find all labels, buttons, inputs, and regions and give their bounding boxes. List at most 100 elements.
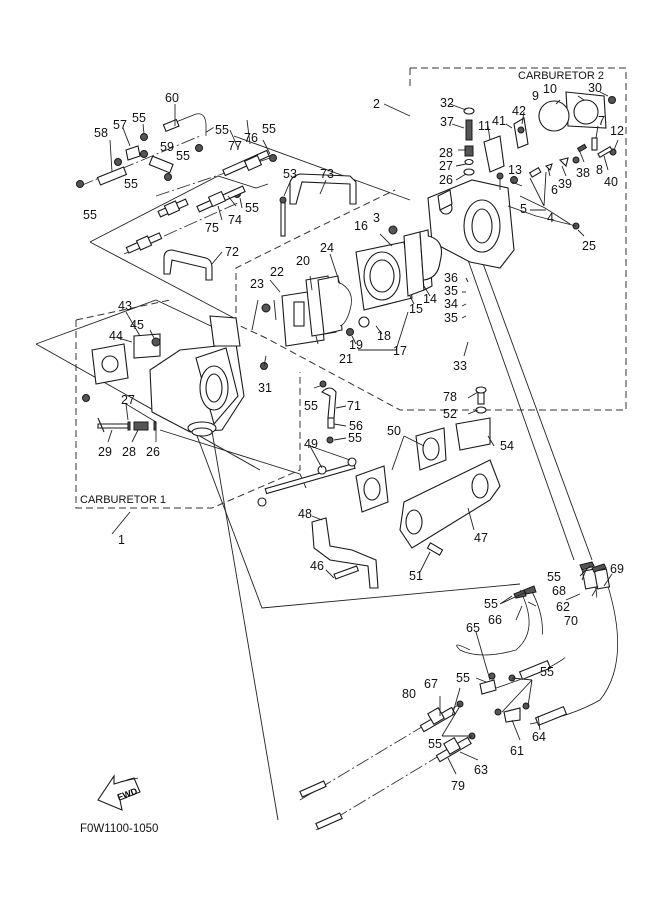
callout-10: 10	[543, 82, 557, 96]
plug-19	[346, 328, 354, 336]
callout-40: 40	[604, 175, 618, 189]
bolt-78	[477, 391, 485, 405]
cap-32	[463, 107, 475, 115]
callout-57: 57	[113, 118, 127, 132]
callout-50: 50	[387, 424, 401, 438]
clip-39	[558, 157, 569, 168]
washer-52	[475, 406, 487, 414]
callout-30: 30	[588, 81, 602, 95]
screw-42	[517, 126, 525, 134]
callout-12: 12	[610, 124, 624, 138]
callout-55a: 55	[83, 208, 97, 222]
joint-57	[125, 145, 141, 161]
carburetor-2-label: CARBURETOR 2	[518, 70, 604, 82]
hose-73	[289, 173, 357, 205]
carburetor-1-label: CARBURETOR 1	[80, 494, 166, 506]
bracket-54	[455, 417, 491, 451]
callout-33: 33	[453, 359, 467, 373]
callout-55k: 55	[547, 570, 561, 584]
washer-6	[544, 163, 553, 172]
callout-61: 61	[510, 744, 524, 758]
screw-3	[388, 225, 398, 235]
callout-27b: 27	[121, 393, 135, 407]
callout-29: 29	[98, 445, 112, 459]
callout-55d: 55	[176, 149, 190, 163]
callout-15: 15	[409, 302, 423, 316]
callout-67: 67	[424, 677, 438, 691]
pin-40	[597, 146, 613, 158]
callout-23: 23	[250, 277, 264, 291]
callout-41: 41	[492, 114, 506, 128]
callout-76: 76	[244, 131, 258, 145]
diaphragm-9	[538, 100, 570, 132]
carburetor-2-group-box: CARBURETOR 2	[235, 67, 627, 411]
callout-35a: 35	[444, 284, 458, 298]
callout-69: 69	[610, 562, 624, 576]
callout-75: 75	[205, 221, 219, 235]
callout-8: 8	[596, 163, 603, 177]
hose-66	[456, 589, 530, 656]
callout-labels: 1 2 3 4 5 6 7 8 9 10 11 12 13 14 15 16 1…	[83, 81, 624, 793]
screw-30	[608, 96, 616, 104]
callout-18: 18	[377, 329, 391, 343]
spring-28b	[133, 421, 149, 431]
callout-20: 20	[296, 254, 310, 268]
callout-59: 59	[160, 140, 174, 154]
callout-78: 78	[443, 390, 457, 404]
callout-79: 79	[451, 779, 465, 793]
spring-8	[576, 143, 588, 153]
callout-64: 64	[532, 730, 546, 744]
callout-72: 72	[225, 245, 239, 259]
joint-65	[479, 679, 497, 695]
callout-5: 5	[520, 202, 527, 216]
bolt-46	[333, 565, 360, 580]
callout-49: 49	[304, 437, 318, 451]
callout-32: 32	[440, 96, 454, 110]
callout-16: 16	[354, 219, 368, 233]
callout-17: 17	[393, 344, 407, 358]
joint-61	[503, 707, 521, 723]
joint-56	[327, 417, 335, 429]
callout-13: 13	[508, 163, 522, 177]
clip-55	[76, 180, 84, 188]
diaphragm-24	[337, 281, 352, 327]
callout-19: 19	[349, 338, 363, 352]
callout-37: 37	[440, 115, 454, 129]
callout-55n: 55	[428, 737, 442, 751]
callout-4: 4	[547, 211, 554, 225]
callout-36: 36	[444, 271, 458, 285]
callout-26b: 26	[146, 445, 160, 459]
callout-21: 21	[339, 352, 353, 366]
lever-7	[591, 137, 598, 151]
callout-46: 46	[310, 559, 324, 573]
callout-65: 65	[466, 621, 480, 635]
callout-55l: 55	[456, 671, 470, 685]
carburetor-2-body	[427, 91, 617, 269]
callout-55c: 55	[124, 177, 138, 191]
lower-hose-assembly	[299, 561, 618, 831]
bracket-48	[311, 517, 379, 589]
assembly-frames	[35, 135, 593, 821]
callout-35b: 35	[444, 311, 458, 325]
fuel-pump	[261, 225, 443, 347]
callout-11: 11	[478, 119, 491, 133]
spring-45	[151, 337, 161, 347]
protector-77	[243, 154, 263, 172]
carburetor-1-group-box: CARBURETOR 1	[75, 299, 301, 509]
callout-63: 63	[474, 763, 488, 777]
hose-59	[148, 155, 174, 174]
callout-55e: 55	[215, 123, 229, 137]
leader-lines	[107, 91, 619, 775]
callout-74: 74	[228, 213, 242, 227]
hose-72	[163, 249, 213, 281]
callout-55b: 55	[132, 111, 146, 125]
callout-42: 42	[512, 104, 526, 118]
callout-62: 62	[556, 600, 570, 614]
callout-77: 77	[228, 139, 242, 153]
callout-44: 44	[109, 329, 123, 343]
diagram-code: F0W1100-1050	[80, 823, 158, 835]
callout-53: 53	[283, 167, 297, 181]
callout-73: 73	[320, 167, 334, 181]
callout-68: 68	[552, 584, 566, 598]
